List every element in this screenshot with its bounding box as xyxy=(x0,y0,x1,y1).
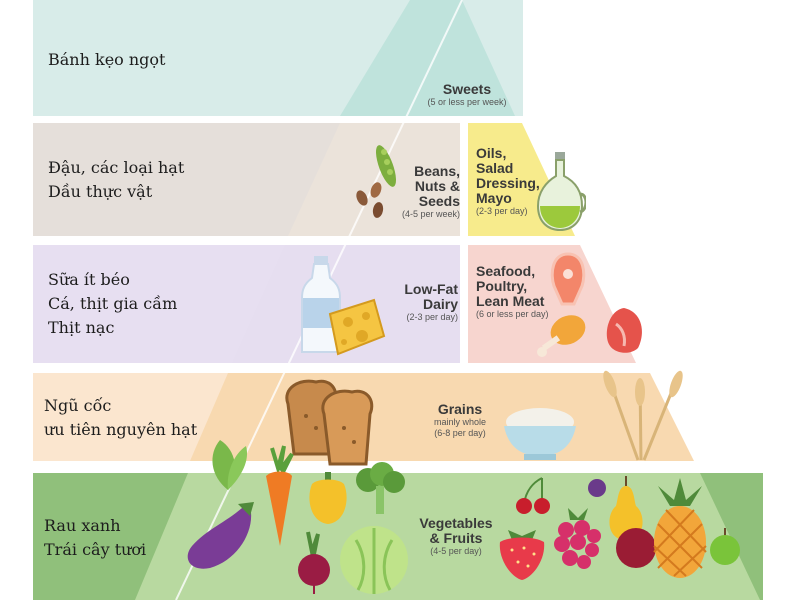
group-serving: mainly whole xyxy=(433,417,487,427)
leafy-greens-icon xyxy=(212,440,248,490)
carrot-icon xyxy=(266,445,294,546)
tier-dairy xyxy=(232,245,460,363)
group-name: Low-Fat xyxy=(404,281,458,297)
group-name: Seeds xyxy=(418,193,460,209)
group-serving: (6-8 per day) xyxy=(434,428,486,438)
cherries-icon xyxy=(516,477,550,514)
bread-icon xyxy=(285,379,374,466)
label-line: Ngũ cốc xyxy=(44,396,112,415)
group-serving: (2-3 per day) xyxy=(406,312,458,322)
group-oils: Oils, Salad Dressing, Mayo (2-3 per day) xyxy=(476,146,556,217)
tier-veg xyxy=(135,473,760,600)
label-dairy: Sữa ít béo Cá, thịt gia cầm Thịt nạc xyxy=(48,268,177,340)
chicken-leg-icon xyxy=(537,315,586,357)
label-beans: Đậu, các loại hạt Dầu thực vật xyxy=(48,156,184,204)
wheat-icon xyxy=(603,370,683,461)
group-name: Oils, xyxy=(476,145,507,161)
beet-icon xyxy=(298,531,330,594)
label-veg: Rau xanh Trái cây tươi xyxy=(44,514,146,562)
oil-bottle-icon xyxy=(536,152,586,232)
label-line: ưu tiên nguyên hạt xyxy=(44,420,198,439)
label-grains: Ngũ cốc ưu tiên nguyên hạt xyxy=(44,394,197,442)
green-apple-icon xyxy=(710,528,740,565)
label-line: Cá, thịt gia cầm xyxy=(48,294,178,313)
group-name: Nuts & xyxy=(414,178,460,194)
lettuce-icon xyxy=(340,526,408,594)
nuts-icon xyxy=(356,182,384,218)
group-name: Sweets xyxy=(442,81,492,97)
label-line: Thịt nạc xyxy=(48,318,115,337)
label-line: Rau xanh xyxy=(44,516,121,535)
raspberry-icon xyxy=(554,508,601,569)
group-name: Vegetables xyxy=(419,515,493,531)
group-name: Beans, xyxy=(414,163,460,179)
group-dairy: Low-Fat Dairy (2-3 per day) xyxy=(378,282,458,323)
group-serving: (4-5 per week) xyxy=(401,209,460,219)
tier-sweets xyxy=(340,0,515,116)
group-grains: Grains mainly whole (6-8 per day) xyxy=(420,402,500,439)
apple-icon xyxy=(616,528,656,568)
group-name: Seafood, xyxy=(476,263,536,279)
group-name: Mayo xyxy=(476,190,512,206)
group-veg: Vegetables & Fruits (4-5 per day) xyxy=(408,516,504,557)
rice-bowl-icon xyxy=(504,408,576,460)
meat-icon xyxy=(606,308,642,353)
group-name: Salad xyxy=(476,160,514,176)
pepper-icon xyxy=(309,472,347,524)
group-name: Dressing, xyxy=(476,175,540,191)
group-beans: Beans, Nuts & Seeds (4-5 per week) xyxy=(380,164,460,220)
group-name: Lean Meat xyxy=(476,293,545,309)
strawberry-icon xyxy=(499,530,545,580)
group-sweets: Sweets (5 or less per week) xyxy=(412,82,522,108)
plum-icon xyxy=(588,479,606,497)
broccoli-icon xyxy=(356,462,405,514)
cheese-icon xyxy=(328,298,386,356)
group-name: Grains xyxy=(437,401,483,417)
group-name: & Fruits xyxy=(429,530,483,546)
tier-beans xyxy=(288,123,460,236)
group-serving: (6 or less per day) xyxy=(476,309,549,319)
tier-seafood xyxy=(468,245,636,363)
group-name: Dairy xyxy=(422,296,458,312)
label-sweets: Bánh kẹo ngọt xyxy=(48,48,165,72)
peapod-icon xyxy=(376,145,396,187)
group-serving: (4-5 per day) xyxy=(430,546,482,556)
label-line: Đậu, các loại hạt xyxy=(48,158,185,177)
group-serving: (2-3 per day) xyxy=(476,206,528,216)
group-name: Poultry, xyxy=(476,278,528,294)
label-line: Dầu thực vật xyxy=(48,182,153,201)
pineapple-icon xyxy=(653,478,707,578)
label-line: Bánh kẹo ngọt xyxy=(48,50,166,69)
group-seafood: Seafood, Poultry, Lean Meat (6 or less p… xyxy=(476,264,566,320)
group-serving: (5 or less per week) xyxy=(427,97,507,107)
label-line: Trái cây tươi xyxy=(44,540,147,559)
label-line: Sữa ít béo xyxy=(48,270,130,289)
fish-steak-icon xyxy=(550,252,586,306)
eggplant-icon xyxy=(187,502,254,569)
pear-icon xyxy=(609,476,643,540)
